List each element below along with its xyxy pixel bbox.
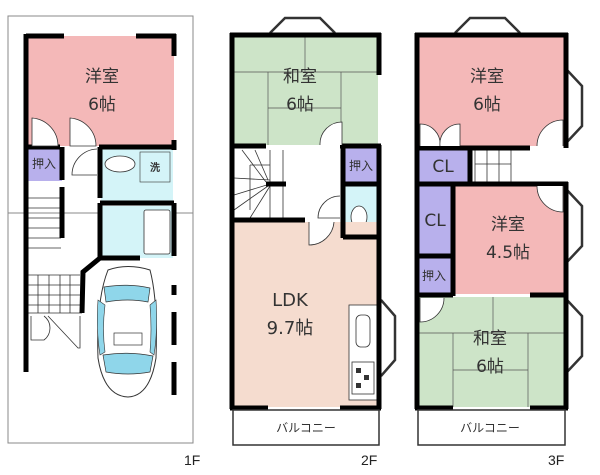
floor-3f: バルコニー 洋室 6帖 CL CL 押入 洋室 4.5帖 和室 6帖 3F	[414, 16, 584, 468]
bathtub-icon	[143, 209, 171, 255]
balcony-label-3f: バルコニー	[460, 421, 520, 435]
balcony-2f	[232, 409, 380, 446]
stove-icon	[351, 361, 375, 395]
washing-machine-icon	[139, 151, 171, 183]
closet-a-label: CL	[432, 157, 454, 177]
storage-2f	[344, 148, 377, 182]
kitchen-sink-icon	[355, 314, 371, 348]
bay-window-3f-b	[566, 189, 584, 263]
doors-2f	[308, 121, 343, 246]
floor-2f: バルコニー 和室 6帖 押入 LDK 9.7帖 2F	[229, 16, 397, 468]
laundry-label: 洗	[150, 161, 160, 174]
bay-window-3f-top	[454, 16, 521, 34]
tatami-lines-3f	[418, 297, 565, 407]
storage-1f	[27, 148, 62, 181]
room-japanese-2f	[233, 36, 378, 145]
doors-3f	[419, 119, 564, 323]
room-japanese-3f	[418, 297, 565, 407]
bay-window-3f-c	[566, 299, 584, 373]
stairs-1f	[28, 197, 82, 314]
room-name-ldk: LDK	[272, 290, 309, 311]
floor-label-2f: 2F	[361, 452, 377, 468]
room-size-japanese-2f: 6帖	[286, 95, 314, 115]
room-name-japanese-3f: 和室	[473, 329, 507, 349]
room-name-japanese-2f: 和室	[283, 67, 317, 87]
bay-window-3f-a	[566, 69, 584, 143]
bay-window-kitchen	[380, 299, 397, 377]
lot-outline	[7, 15, 194, 444]
room-size-western-a-3f: 6帖	[473, 95, 501, 115]
balcony-3f	[417, 409, 566, 446]
storage-3f	[418, 258, 452, 293]
closet-b-label: CL	[424, 211, 446, 231]
walls-1f	[23, 33, 177, 395]
storage-label-2f: 押入	[349, 159, 373, 173]
floor-1f: 洗 洋室 6帖 押入 1F	[7, 15, 200, 468]
room-size-western-1f: 6帖	[88, 95, 116, 115]
stairs-2f	[233, 149, 284, 219]
room-name-western-1f: 洋室	[85, 67, 119, 87]
walls-2f	[229, 32, 382, 411]
floor-label-3f: 3F	[548, 452, 564, 468]
sink-icon	[104, 155, 136, 173]
doors-1f	[30, 117, 98, 349]
room-western-a-3f	[418, 36, 565, 146]
storage-label-1f: 押入	[32, 157, 56, 171]
room-size-japanese-3f: 6帖	[476, 357, 504, 377]
balcony-label-2f: バルコニー	[276, 421, 336, 435]
room-size-western-b-3f: 4.5帖	[486, 243, 530, 263]
closet-b-3f	[418, 186, 452, 254]
storage-label-3f: 押入	[422, 269, 446, 283]
closet-a-3f	[418, 150, 469, 182]
stairs-3f	[474, 150, 512, 182]
room-name-western-a-3f: 洋室	[470, 67, 504, 87]
room-size-ldk: 9.7帖	[267, 318, 314, 339]
walls-3f	[414, 32, 569, 411]
floor-label-1f: 1F	[184, 452, 200, 468]
bay-window-2f	[269, 16, 336, 34]
room-name-western-b-3f: 洋室	[491, 215, 525, 235]
car-icon	[97, 266, 157, 398]
